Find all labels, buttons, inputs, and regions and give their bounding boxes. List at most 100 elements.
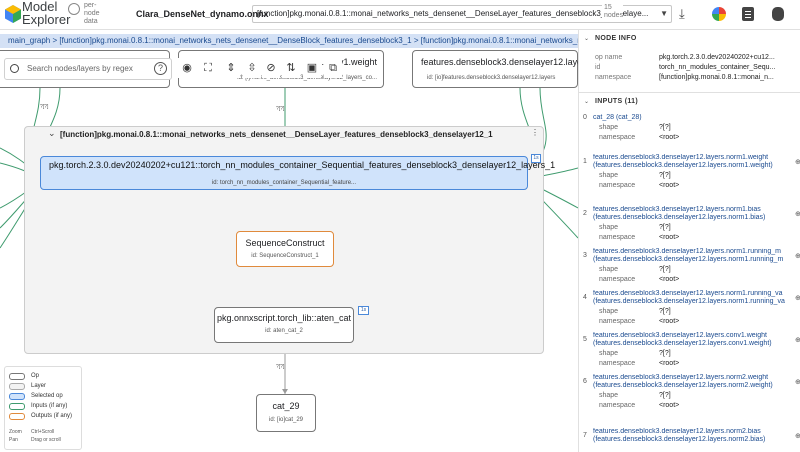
input-namespace-value: <root> — [659, 318, 680, 325]
locate-icon[interactable]: ⊕ — [795, 432, 800, 440]
input-namespace-key: namespace — [599, 182, 636, 189]
input-index: 7 — [583, 432, 587, 439]
legend-label: Outputs (if any) — [31, 413, 73, 419]
node-sequence-construct[interactable]: SequenceConstruct id: SequenceConstruct_… — [236, 231, 334, 267]
breadcrumb[interactable]: main_graph > [function]pkg.monai.0.8.1::… — [0, 34, 578, 48]
node-name: SequenceConstruct — [245, 238, 325, 248]
input-namespace-value: <root> — [659, 234, 680, 241]
node-info-header[interactable]: NODE INFO — [595, 35, 637, 42]
subgraph-badge-icon[interactable]: 1s — [531, 154, 541, 163]
legend-zoom-value: Ctrl+Scroll — [31, 429, 55, 435]
input-namespace-key: namespace — [599, 318, 636, 325]
locate-icon[interactable]: ⊕ — [795, 252, 800, 260]
top-bar: Model Explorer per- node data Clara_Dens… — [0, 0, 800, 30]
side-panel: ⌄ NODE INFO op name pkg.torch.2.3.0.dev2… — [578, 30, 800, 452]
input-shape-key: shape — [599, 266, 619, 273]
legend-label: Op — [31, 373, 40, 379]
legend-zoom-key: Zoom — [9, 429, 22, 435]
node-id: id: torch_nn_modules_container_Sequentia… — [211, 180, 357, 186]
more-icon[interactable]: ⋮ — [531, 128, 539, 137]
legend-swatch — [9, 413, 25, 420]
sort-icon[interactable]: ⇅ — [282, 58, 300, 78]
legend-pan-value: Drag or scroll — [31, 437, 61, 443]
locate-icon[interactable]: ⊕ — [795, 210, 800, 218]
edge-label: ?[?] — [276, 106, 285, 112]
model-filename: Clara_DenseNet_dynamo.onnx — [136, 9, 269, 19]
input-name-link[interactable]: features.denseblock3.denselayer12.layers… — [593, 290, 785, 305]
node-name: pkg.onnxscript.torch_lib::aten_cat — [216, 313, 352, 323]
input-index: 5 — [583, 336, 587, 343]
app-title-line2: Explorer — [22, 12, 71, 27]
input-namespace-value: <root> — [659, 402, 680, 409]
input-name-link[interactable]: features.denseblock3.denselayer12.layers… — [593, 428, 766, 443]
collapse-icon[interactable]: ⇳ — [243, 58, 261, 78]
locate-icon[interactable]: ⊕ — [795, 378, 800, 386]
legend-swatch — [9, 383, 25, 390]
input-name-link[interactable]: features.denseblock3.denselayer12.layers… — [593, 248, 784, 263]
document-icon[interactable] — [742, 7, 754, 21]
hide-edges-icon[interactable]: ⊘ — [262, 58, 280, 78]
input-name-link[interactable]: features.denseblock3.denselayer12.layers… — [593, 332, 772, 347]
info-value: [function]pkg.monai.0.8.1::monai_n... — [659, 74, 774, 81]
layer-collapse-icon[interactable]: ⌄ — [48, 128, 56, 138]
graph-node-denselayer12-output[interactable]: features.denseblock3.denselayer12.layer.… — [412, 50, 578, 88]
info-key: id — [595, 64, 601, 71]
subgraph-badge-icon[interactable]: 1s — [358, 306, 369, 315]
legend-label: Layer — [31, 383, 47, 389]
input-index: 1 — [583, 158, 587, 165]
input-shape-value: ?[?] — [659, 392, 671, 399]
per-node-data-label[interactable]: per- node data — [84, 2, 100, 25]
locate-icon[interactable]: ⊕ — [795, 336, 800, 344]
input-name-link[interactable]: cat_28 (cat_28) — [593, 114, 642, 121]
locate-icon[interactable]: ⊕ — [795, 158, 800, 166]
input-index: 4 — [583, 294, 587, 301]
node-selector-dropdown[interactable]: [function]pkg.monai.0.8.1::monai_network… — [252, 5, 672, 23]
locate-icon[interactable]: ⊕ — [795, 294, 800, 302]
legend-label: Inputs (if any) — [31, 403, 68, 409]
expand-icon[interactable]: ⇕ — [222, 58, 240, 78]
image-icon[interactable]: ▣ — [303, 58, 321, 78]
node-id: id: SequenceConstruct_1 — [251, 253, 319, 259]
download-icon[interactable]: ⤓ — [679, 6, 685, 21]
input-name-link[interactable]: features.denseblock3.denselayer12.layers… — [593, 154, 773, 169]
node-id: id: [io]cat_29 — [268, 417, 304, 423]
search-input[interactable]: Search nodes/layers by regex — [4, 58, 172, 80]
layer-title: [function]pkg.monai.0.8.1::monai_network… — [60, 130, 493, 139]
node-aten-cat[interactable]: pkg.onnxscript.torch_lib::aten_cat id: a… — [214, 307, 354, 343]
input-namespace-value: <root> — [659, 360, 680, 367]
input-namespace-key: namespace — [599, 134, 636, 141]
bug-icon[interactable] — [772, 7, 784, 21]
input-index: 0 — [583, 114, 587, 121]
chevron-down-icon[interactable]: ⌄ — [584, 99, 590, 105]
palette-icon[interactable] — [712, 7, 726, 21]
node-output-cat29[interactable]: cat_29 id: [io]cat_29 — [256, 394, 316, 432]
node-name: features.denseblock3.denselayer12.layer.… — [421, 57, 578, 67]
input-shape-key: shape — [599, 350, 619, 357]
fit-view-icon[interactable]: ⛶ — [199, 58, 217, 78]
per-node-data-icon[interactable] — [68, 3, 80, 15]
input-index: 2 — [583, 210, 587, 217]
input-shape-key: shape — [599, 172, 619, 179]
node-id: id: [io]features.denseblock3.denselayer1… — [427, 75, 556, 81]
input-index: 6 — [583, 378, 587, 385]
help-icon[interactable]: ? — [154, 62, 167, 75]
search-icon — [10, 64, 19, 73]
input-name-link[interactable]: features.denseblock3.denselayer12.layers… — [593, 374, 773, 389]
node-count: 15 nodes — [602, 4, 624, 20]
legend-label: Selected op — [31, 393, 63, 399]
node-name: cat_29 — [272, 401, 300, 411]
input-namespace-key: namespace — [599, 402, 636, 409]
input-namespace-key: namespace — [599, 234, 636, 241]
model-explorer-logo-icon — [5, 5, 21, 23]
info-value: torch_nn_modules_container_Sequ... — [659, 64, 776, 71]
input-name-link[interactable]: features.denseblock3.denselayer12.layers… — [593, 206, 766, 221]
legend: Op Layer Selected op Inputs (if any) Out… — [4, 366, 82, 450]
eye-icon[interactable]: ◉ — [178, 58, 196, 78]
screenshot-icon[interactable]: ⧉ — [324, 58, 342, 78]
inputs-header[interactable]: INPUTS (11) — [595, 98, 638, 105]
chevron-down-icon[interactable]: ⌄ — [584, 36, 590, 42]
selected-node-sequential[interactable]: pkg.torch.2.3.0.dev20240202+cu121::torch… — [40, 156, 555, 190]
input-shape-value: ?[?] — [659, 224, 671, 231]
input-index: 3 — [583, 252, 587, 259]
graph-canvas[interactable]: ...onv1.weight id: [i]...ures_denseblock… — [0, 48, 578, 452]
